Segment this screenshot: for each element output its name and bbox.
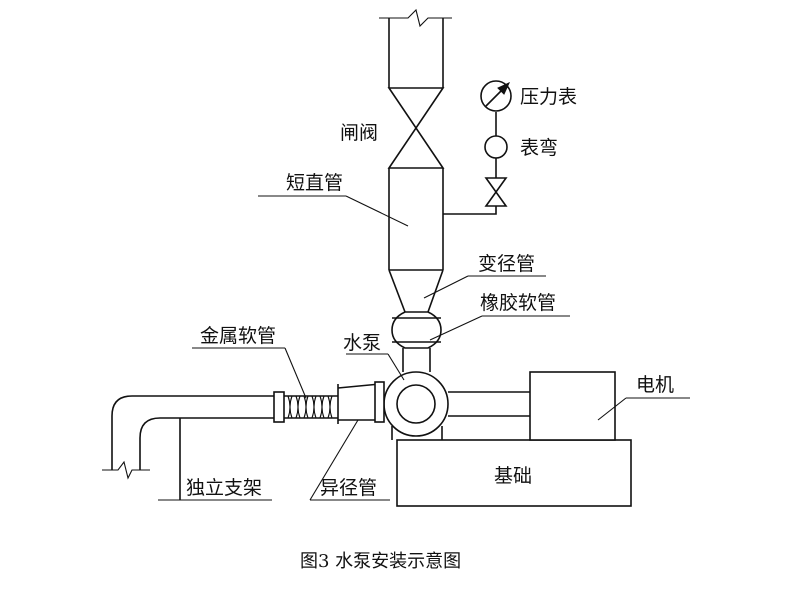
label-eccentric-reducer: 异径管: [320, 477, 377, 499]
metal-flex-hose: [273, 391, 338, 423]
eccentric-reducer: [337, 381, 385, 424]
gauge-branch: [443, 80, 512, 215]
pump-outlet-neck: [402, 348, 431, 372]
motor-body: [529, 371, 616, 441]
gauge-needle-valve: [484, 177, 508, 194]
pump-pedestal: [391, 426, 443, 440]
pump-shaft: [448, 391, 530, 417]
label-motor: 电机: [636, 374, 674, 396]
water-pump: [383, 371, 449, 437]
gauge-elbow: [484, 135, 508, 159]
label-support: 独立支架: [186, 477, 262, 499]
label-rubber-hose: 橡胶软管: [480, 292, 556, 314]
leader-lines: [192, 195, 690, 501]
independent-support: [158, 418, 272, 501]
foundation-block: [396, 439, 632, 507]
label-metal-hose: 金属软管: [200, 325, 276, 347]
label-gauge-elbow: 表弯: [520, 137, 558, 159]
gauge-needle-arrow: [497, 81, 511, 95]
label-pump: 水泵: [343, 332, 381, 354]
label-valve: 闸阀: [340, 122, 378, 144]
short-straight-pipe: [388, 168, 444, 271]
gate-valve: [387, 87, 445, 169]
label-reducer: 变径管: [478, 253, 535, 275]
label-short-pipe: 短直管: [286, 172, 343, 194]
rubber-hose: [391, 311, 442, 349]
suction-pipe: [102, 395, 274, 480]
reducer-pipe: [388, 269, 444, 313]
label-pressure-gauge: 压力表: [520, 86, 577, 108]
figure-caption: 图3 水泵安装示意图: [300, 551, 461, 572]
label-foundation: 基础: [494, 465, 532, 487]
discharge-pipe-top: [379, 8, 452, 88]
